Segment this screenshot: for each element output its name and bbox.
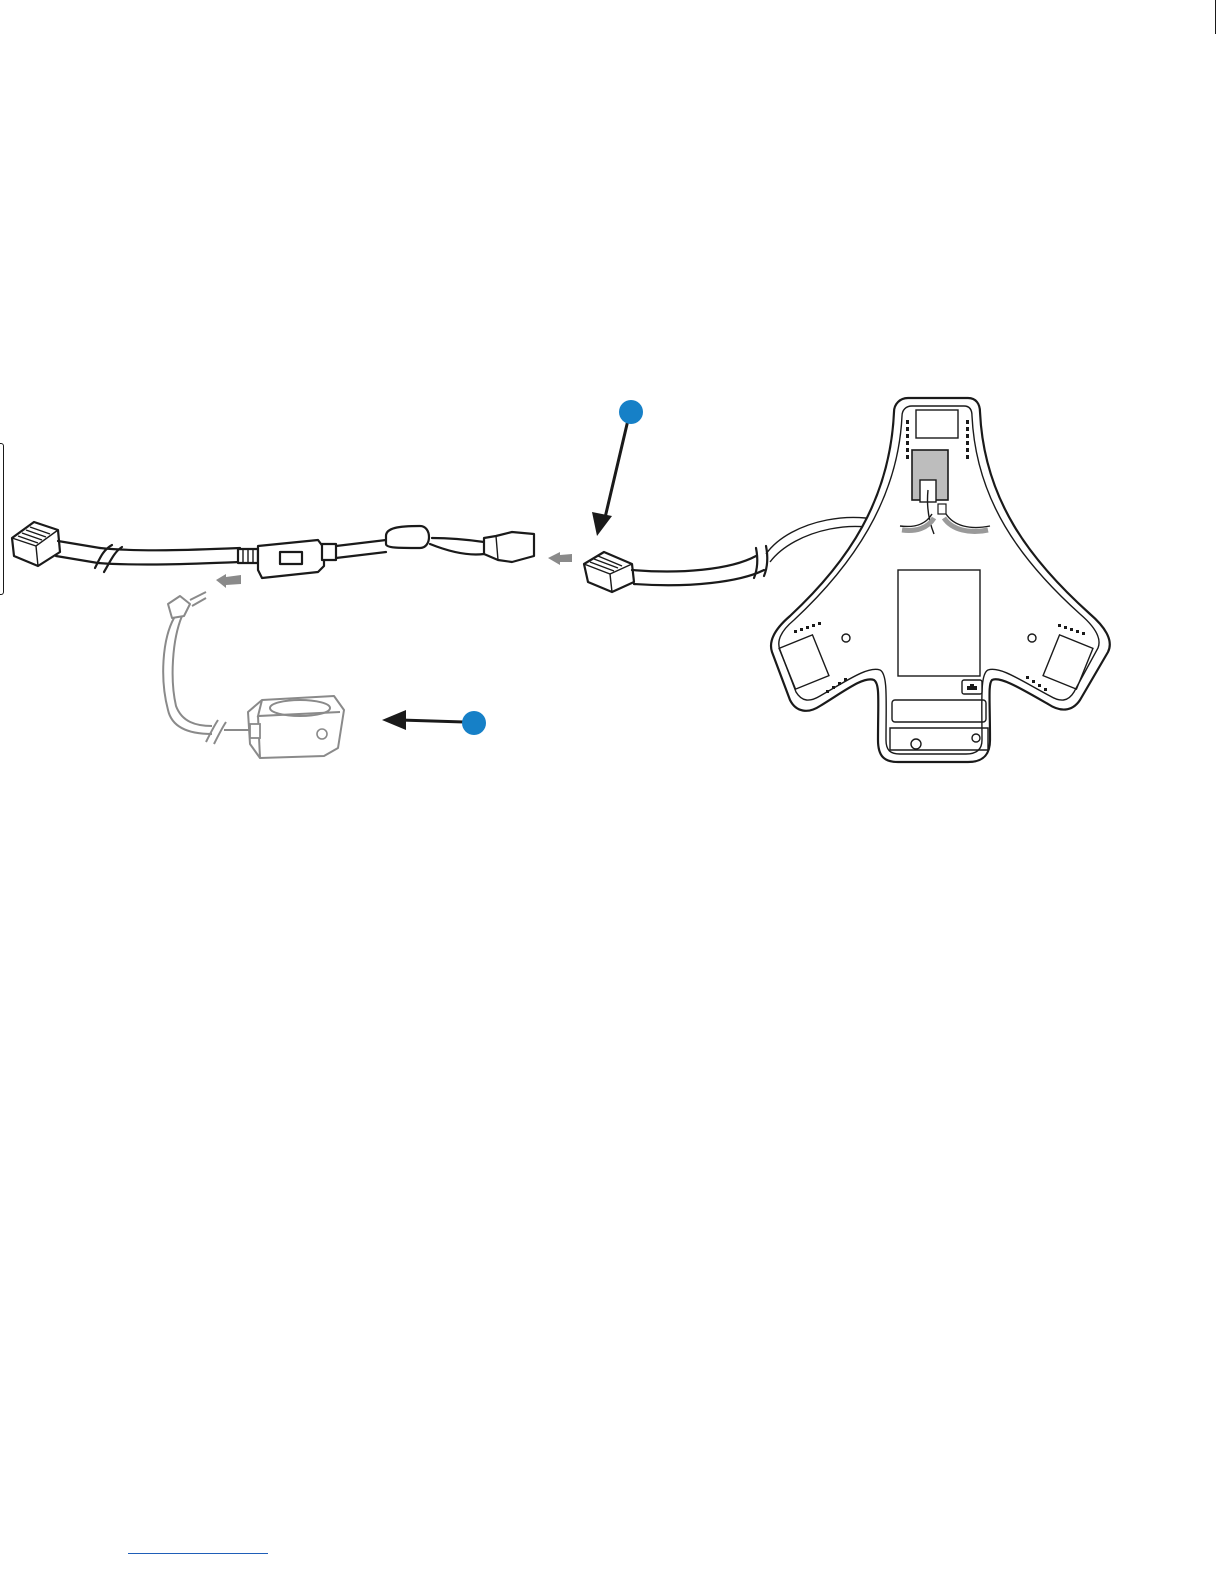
callout-1	[619, 400, 643, 424]
power-plug-icon	[163, 592, 250, 744]
callout-arrow-1	[592, 420, 628, 536]
coupler-jack	[484, 532, 534, 562]
callout-arrow-2	[382, 710, 464, 730]
power-supply-icon	[248, 696, 344, 758]
rj11-plug-icon	[12, 522, 60, 566]
splitter-cable	[56, 541, 258, 572]
conference-phone-icon	[771, 398, 1110, 762]
footer-link-underline[interactable]	[128, 1553, 268, 1554]
inline-adapter	[258, 526, 484, 578]
callout-2	[462, 711, 486, 735]
